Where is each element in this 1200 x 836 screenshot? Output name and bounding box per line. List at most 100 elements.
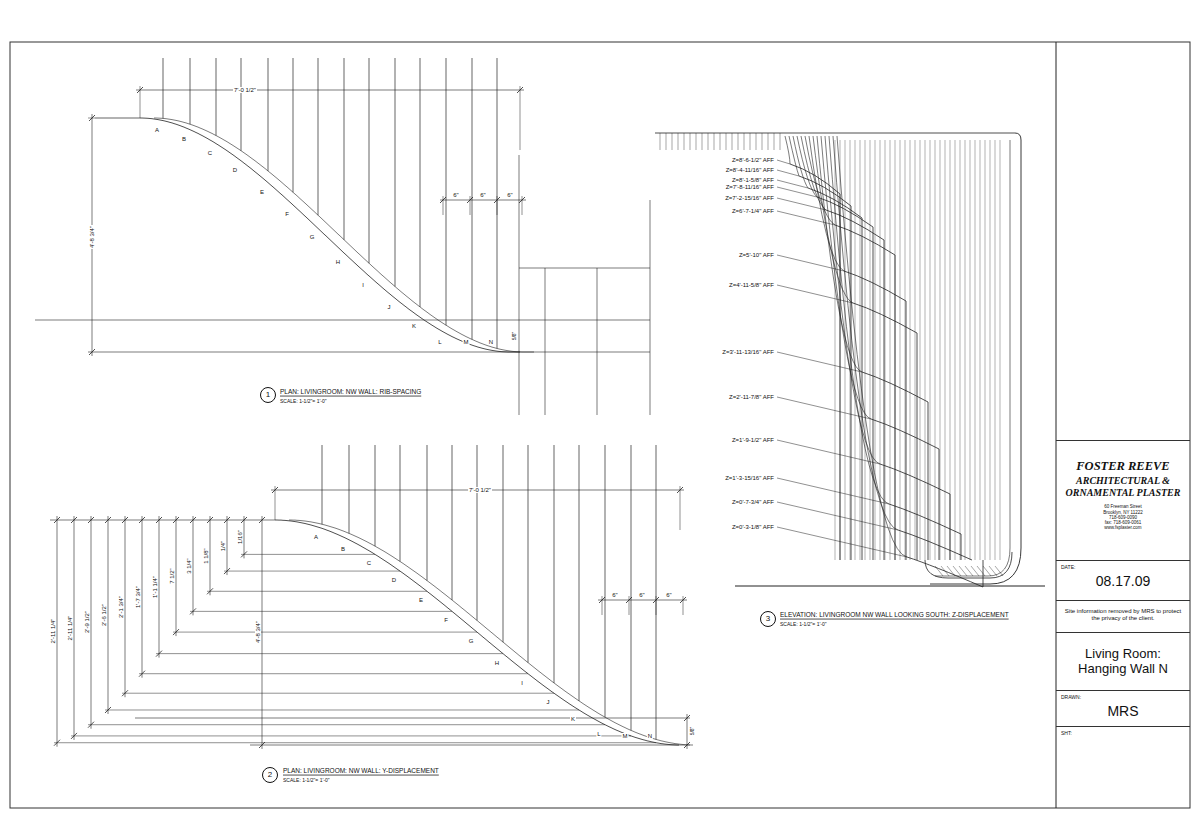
drawn-cell: DRAWN:MRS <box>1056 690 1190 726</box>
extension-line <box>173 632 477 633</box>
drafting-line <box>545 268 546 415</box>
view-number: 3 <box>760 611 776 627</box>
hatch-line <box>983 566 991 576</box>
leader-line <box>777 478 889 504</box>
rib-letter: L <box>437 339 442 345</box>
title-block-text: fax: 718-609-0061 <box>1061 520 1185 525</box>
dimension-tick <box>88 517 94 523</box>
leader-line <box>777 440 880 464</box>
drawing-label: 2'-11 1/4" <box>50 618 56 645</box>
profile-line <box>817 197 873 560</box>
title-block-text: www.fsplaster.com <box>1061 525 1185 530</box>
rib-line <box>528 445 529 663</box>
title-underline <box>283 775 439 776</box>
profile-line <box>898 530 972 560</box>
hatch-line <box>750 133 751 150</box>
profile-line <box>801 136 826 210</box>
rib-letter: A <box>154 127 160 133</box>
drawing-label: 1'-1 1/4" <box>152 575 158 599</box>
drafting-line <box>95 118 140 119</box>
view-number: 1 <box>260 387 276 403</box>
rib-line <box>503 445 504 642</box>
title-block-text: SHT: <box>1061 731 1185 737</box>
profile-line <box>808 188 862 560</box>
hatch-line <box>708 133 709 150</box>
hatch-line <box>975 140 976 560</box>
title-block-text: DATE: <box>1061 565 1185 571</box>
rib-line <box>554 445 555 683</box>
rib-letter: M <box>463 339 470 345</box>
drawing-label: Z=4'-11-5/8" AFF <box>729 282 774 288</box>
drawing-label: PLAN: LIVINGROOM: NW WALL: RIB-SPACING <box>280 389 421 396</box>
rib-line <box>344 58 345 240</box>
rib-letter: I <box>520 680 524 686</box>
hatch-line <box>780 133 781 150</box>
extension-line <box>71 735 631 736</box>
extension-line <box>680 486 681 530</box>
floor-line <box>735 586 1045 587</box>
extension-line <box>88 724 605 725</box>
wall-outline <box>930 133 1021 584</box>
hatch-line <box>850 140 851 560</box>
drawing-label: 6" <box>639 592 644 598</box>
hatch-line <box>660 133 661 150</box>
extension-line <box>275 486 276 520</box>
title-block-text: FOSTER REEVE <box>1061 459 1185 473</box>
dimension-tick <box>122 517 128 523</box>
rib-letter: G <box>468 638 475 644</box>
profile-line <box>862 372 928 560</box>
drafting-line <box>519 268 650 269</box>
drawing-label: 2'-9 1/2" <box>84 610 90 634</box>
sheet-border <box>10 42 1190 808</box>
drawing-label: 2'-6 1/2" <box>101 603 107 627</box>
hatch-line <box>744 133 745 150</box>
view-number: 2 <box>262 767 278 783</box>
rib-line <box>452 445 453 600</box>
drawing-label: SCALE: 1-1/2"= 1'-0" <box>280 399 327 404</box>
hatch-line <box>953 566 961 576</box>
wall-curve <box>289 520 693 745</box>
profile-line <box>805 136 835 225</box>
hatch-line <box>977 566 985 576</box>
rib-line <box>318 58 319 215</box>
drawing-label: Z=2'-11-7/8" AFF <box>729 394 774 400</box>
profile-line <box>844 271 906 560</box>
rib-line <box>656 445 657 739</box>
dimension-line <box>227 516 228 575</box>
hatch-line <box>965 566 973 576</box>
drafting-line <box>597 268 598 415</box>
extension-line <box>190 611 452 612</box>
profile-line <box>799 176 851 560</box>
profile-line <box>785 136 790 164</box>
hatch-line <box>875 140 876 560</box>
rib-letter: E <box>259 189 265 195</box>
rib-letter: H <box>494 660 500 666</box>
dimension-line <box>57 516 58 747</box>
profile-line <box>907 557 983 587</box>
title-underline <box>780 619 1009 620</box>
rib-line <box>420 58 421 307</box>
hatch-line <box>915 140 916 560</box>
hatch-line <box>971 566 979 576</box>
drawing-label: SCALE: 1-1/2"= 1'-0" <box>780 622 827 627</box>
rib-line <box>163 58 164 118</box>
hatch-line <box>845 140 846 560</box>
title-cell: Living Room: Hanging Wall N <box>1056 632 1190 690</box>
dimension-line <box>210 516 211 595</box>
drawing-label: Z=6'-7-1/4" AFF <box>732 208 774 214</box>
drawing-label: Z=0'-3-1/8" AFF <box>732 524 774 530</box>
drawing-label: Z=8'-1-5/8" AFF <box>732 177 774 183</box>
dimension-line <box>598 600 687 601</box>
rib-line <box>395 58 396 287</box>
drawing-label: Z=5'-10" AFF <box>739 252 774 258</box>
dimension-tick <box>207 517 213 523</box>
dimension-line <box>440 200 526 201</box>
hatch-line <box>947 566 955 576</box>
hatch-line <box>990 140 991 560</box>
drawing-label: Z=8'-4-11/16" AFF <box>726 167 774 173</box>
dimension-tick <box>684 715 690 721</box>
hatch-line <box>865 140 866 560</box>
hatch-line <box>965 140 966 560</box>
drawing-label: 6" <box>507 192 512 198</box>
hatch-line <box>835 140 836 560</box>
